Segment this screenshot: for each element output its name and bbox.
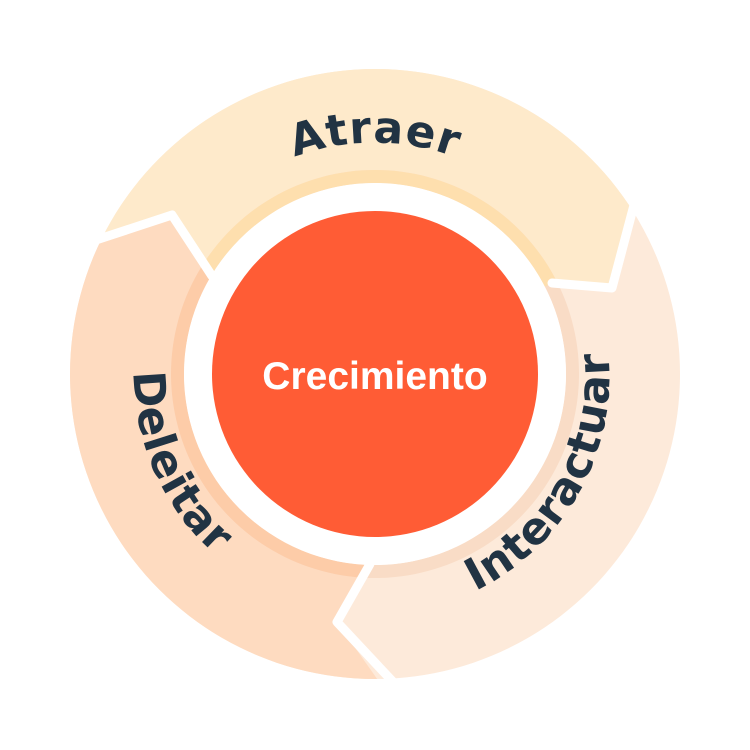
divider-deleitar-interactuar — [332, 559, 400, 689]
center-circle — [212, 211, 538, 537]
segment-dividers — [91, 200, 639, 689]
divider-atraer-deleitar — [91, 210, 217, 281]
divider-atraer-interactuar — [547, 200, 639, 293]
center-label: Crecimiento — [262, 355, 487, 398]
